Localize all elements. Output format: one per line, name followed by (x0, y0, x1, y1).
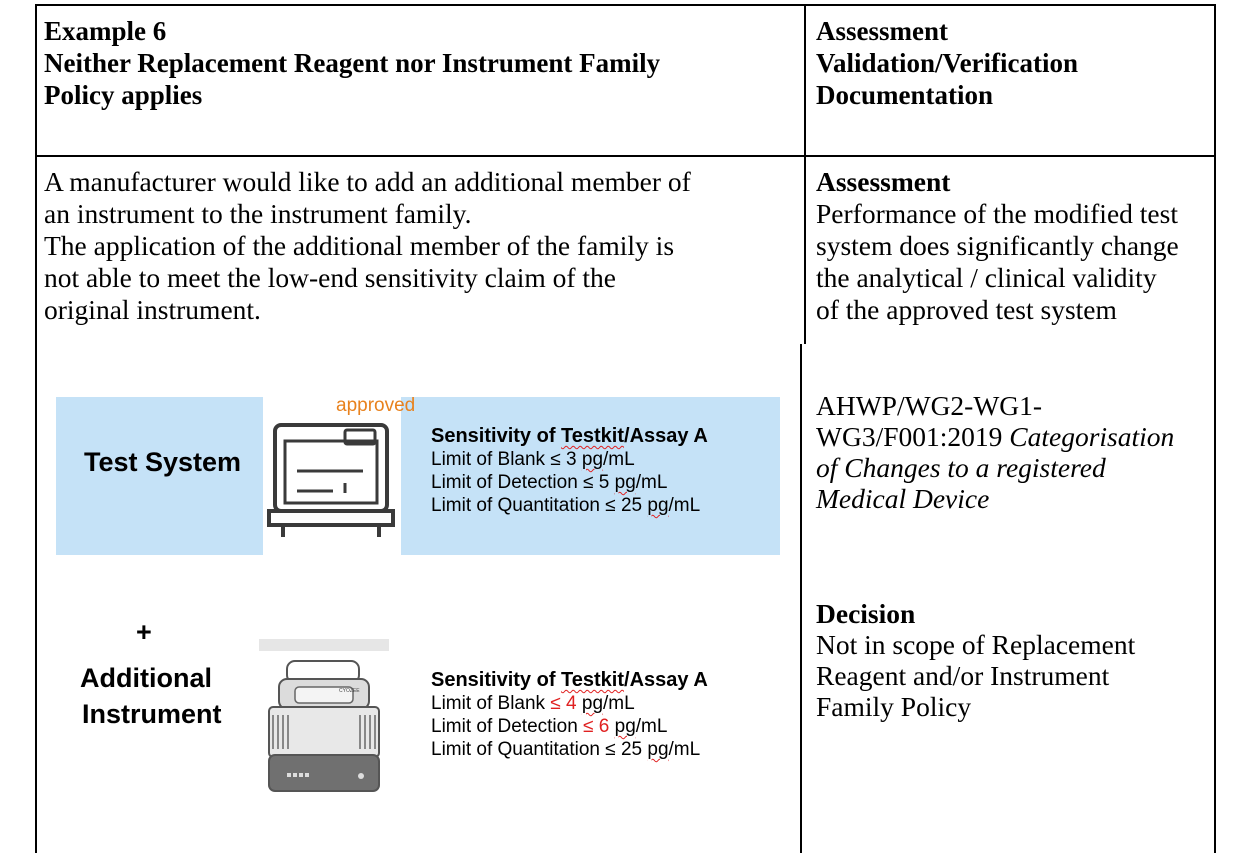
spec-detection: Limit of Detection ≤ 5 pg/mL (431, 472, 668, 493)
decision-heading: Decision (816, 598, 916, 629)
decision-section: Decision Not in scope of Replacement Rea… (816, 598, 1135, 722)
table-left-border (35, 4, 37, 853)
reference-line: WG3/F001:2019 Categorisation (816, 421, 1175, 452)
test-system-label: Test System (84, 447, 242, 477)
column-divider-bottom (800, 344, 802, 853)
spec-quantitation: Limit of Quantitation ≤ 25 pg/mL (431, 739, 701, 760)
approved-badge: approved (336, 395, 416, 416)
plus-sign: + (136, 617, 152, 647)
assessment-line: system does significantly change (816, 230, 1179, 261)
test-system-spec: Sensitivity of Testkit/Assay A Limit of … (431, 425, 708, 517)
spec-title: Sensitivity of Testkit/Assay A (431, 669, 708, 691)
decision-line: Not in scope of Replacement (816, 629, 1136, 660)
example-subtitle-line1: Neither Replacement Reagent nor Instrume… (44, 48, 661, 78)
spec-title: Sensitivity of Testkit/Assay A (431, 425, 708, 447)
detection-value-highlight: ≤ 6 (583, 716, 610, 737)
spec-quantitation: Limit of Quantitation ≤ 25 pg/mL (431, 495, 701, 516)
analyzer-icon (267, 423, 395, 537)
example-title: Example 6 (44, 16, 167, 46)
spec-blank: Limit of Blank ≤ 4 pg/mL (431, 693, 635, 714)
reference-line: of Changes to a registered (816, 452, 1106, 483)
reference-section: AHWP/WG2-WG1- WG3/F001:2019 Categorisati… (816, 390, 1174, 514)
header-left: Example 6 Neither Replacement Reagent no… (44, 15, 660, 111)
reference-line: Medical Device (816, 483, 990, 514)
approved-instrument-image (263, 397, 401, 555)
spec-detection: Limit of Detection ≤ 6 pg/mL (431, 716, 668, 737)
additional-instrument-label: Additional Instrument (80, 660, 222, 732)
column-divider-top (804, 4, 806, 344)
assessment-line: of the approved test system (816, 294, 1117, 325)
assessment-line: the analytical / clinical validity (816, 262, 1157, 293)
scenario-description: A manufacturer would like to add an addi… (44, 166, 691, 326)
decision-line: Family Policy (816, 691, 972, 722)
header-right: Assessment Validation/Verification Docum… (816, 15, 1078, 111)
assessment-section: Assessment Performance of the modified t… (816, 166, 1179, 326)
svg-text:CYOZEE: CYOZEE (339, 688, 360, 694)
assessment-line: Performance of the modified test (816, 198, 1178, 229)
additional-label-line2: Instrument (82, 699, 222, 729)
table-right-border (1214, 4, 1216, 853)
header-assessment: Assessment (816, 16, 948, 46)
benchtop-instrument-icon: CYOZEE (268, 660, 380, 792)
additional-instrument-image: CYOZEE (259, 639, 389, 799)
reference-line: AHWP/WG2-WG1- (816, 390, 1043, 421)
additional-label-line1: Additional (80, 663, 212, 693)
image-top-strip (259, 639, 389, 651)
header-validation: Validation/Verification (816, 48, 1079, 78)
scenario-line: not able to meet the low-end sensitivity… (44, 262, 617, 293)
example-subtitle-line2: Policy applies (44, 80, 203, 110)
header-bottom-border (35, 155, 1216, 157)
scenario-line: A manufacturer would like to add an addi… (44, 166, 691, 197)
scenario-line: an instrument to the instrument family. (44, 198, 472, 229)
table-top-border (35, 4, 1216, 6)
scenario-line: The application of the additional member… (44, 230, 675, 261)
decision-line: Reagent and/or Instrument (816, 660, 1110, 691)
assessment-heading: Assessment (816, 166, 951, 197)
additional-instrument-spec: Sensitivity of Testkit/Assay A Limit of … (431, 669, 708, 761)
blank-value-highlight: ≤ 4 (550, 693, 577, 714)
test-system-panel (56, 397, 780, 555)
scenario-line: original instrument. (44, 294, 261, 325)
header-documentation: Documentation (816, 80, 993, 110)
spec-blank: Limit of Blank ≤ 3 pg/mL (431, 449, 635, 470)
